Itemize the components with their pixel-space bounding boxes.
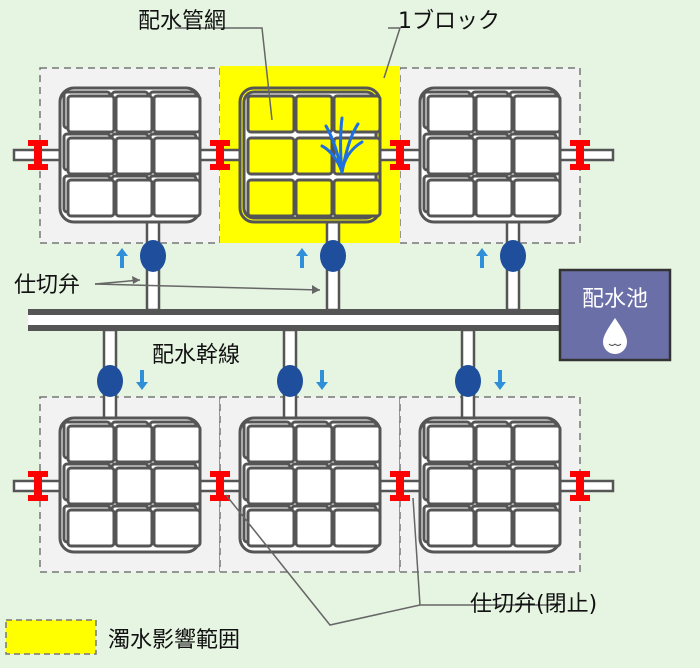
legend-label: 濁水影響範囲 (108, 628, 240, 653)
one-block-label: 1ブロック (398, 9, 500, 34)
legend: 濁水影響範囲 (5, 619, 240, 655)
legend-swatch (5, 619, 97, 655)
leader-arrowheads (132, 276, 320, 294)
gate-valves (97, 240, 526, 397)
reservoir: 配水池 (558, 268, 672, 362)
flow-arrows (116, 248, 506, 390)
gate-valve-label: 仕切弁 (14, 273, 80, 298)
trunk-main (28, 309, 568, 331)
reservoir-label: 配水池 (582, 287, 648, 312)
trunk-main-label: 配水幹線 (152, 343, 240, 368)
water-burst-icon (320, 116, 364, 174)
block-top-center-affected (238, 86, 382, 224)
gate-valve-closed-label: 仕切弁(閉止) (470, 592, 597, 617)
pipe-network-label: 配水管網 (138, 9, 226, 34)
water-drop-icon (603, 318, 627, 354)
leader-lines (94, 27, 560, 626)
